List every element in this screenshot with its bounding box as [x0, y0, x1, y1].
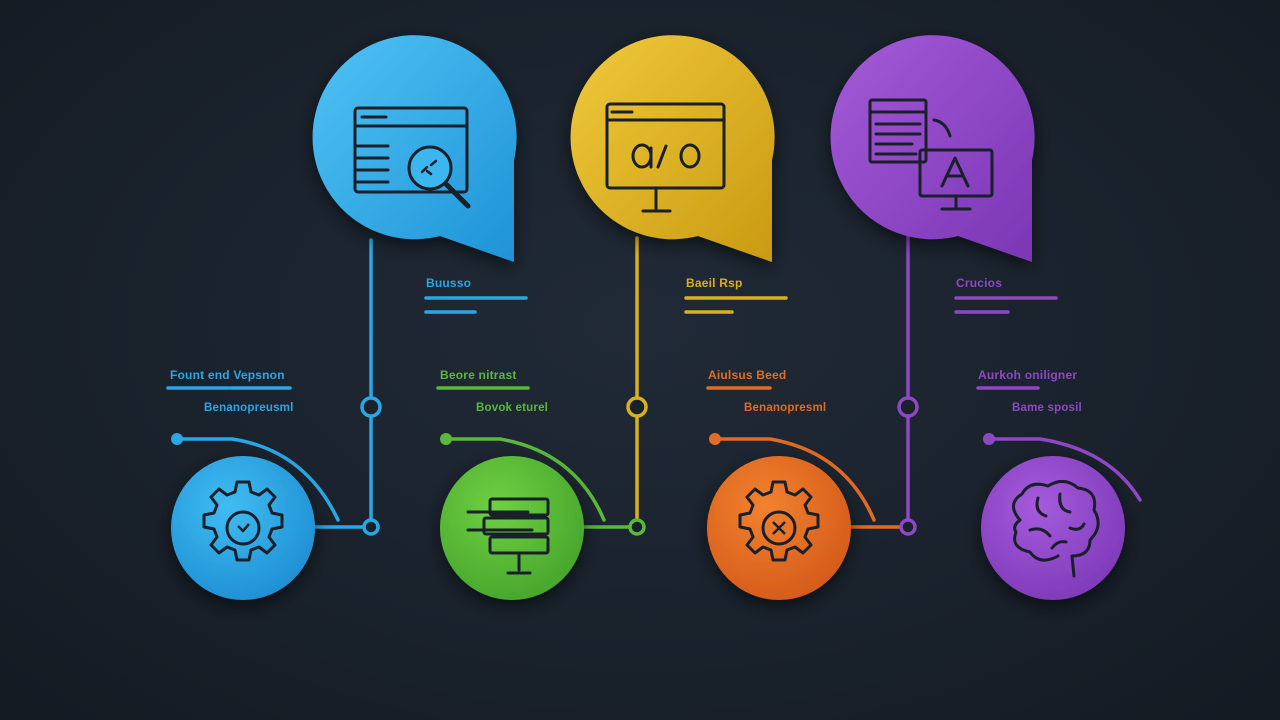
green-circle-label-top: Beore nitrast	[440, 368, 517, 382]
purple-circle	[981, 456, 1125, 600]
green-dot	[440, 433, 452, 445]
green-circle	[440, 456, 584, 600]
blue-dot	[171, 433, 183, 445]
green-connector	[436, 386, 630, 529]
gear-icon	[738, 480, 820, 562]
blue-circle-label-bottom: Benanopreusml	[204, 402, 294, 414]
purple-connector	[906, 234, 1142, 521]
purple-circle-label-top: Aurkoh oniligner	[978, 368, 1078, 382]
blue-bubble-label: Buusso	[426, 276, 472, 290]
blue-end-node	[362, 518, 380, 536]
orange-circle-label-top: Aiulsus Beed	[708, 368, 787, 382]
yellow-connector	[635, 236, 788, 521]
yellow-junction-node	[626, 396, 648, 418]
document-monitor-icon	[868, 98, 994, 211]
blue-connector	[166, 238, 528, 529]
green-circle-label-bottom: Bovok eturel	[476, 402, 549, 414]
yellow-bubble	[570, 35, 775, 262]
purple-end-node	[899, 518, 917, 536]
gear-icon	[202, 480, 284, 562]
brain-icon	[1012, 480, 1100, 578]
server-stack-icon	[466, 497, 550, 575]
orange-circle-label-bottom: Benanopresml	[744, 402, 827, 414]
green-end-node	[628, 518, 646, 536]
blue-circle-label-top: Fount end Vepsnon	[170, 368, 285, 382]
blue-junction-node	[360, 396, 382, 418]
purple-junction-node	[897, 396, 919, 418]
purple-bubble-label: Crucios	[956, 276, 1003, 290]
monitor-code-icon	[605, 102, 726, 213]
browser-search-icon	[353, 106, 471, 209]
blue-nodes	[360, 396, 382, 536]
orange-dot	[709, 433, 721, 445]
purple-dot	[983, 433, 995, 445]
blue-bubble	[312, 35, 517, 262]
yellow-bubble-label: Baeil Rsp	[686, 276, 743, 290]
blue-circle	[171, 456, 315, 600]
purple-circle-label-bottom: Bame sposil	[1012, 402, 1082, 414]
orange-connector	[706, 386, 902, 529]
